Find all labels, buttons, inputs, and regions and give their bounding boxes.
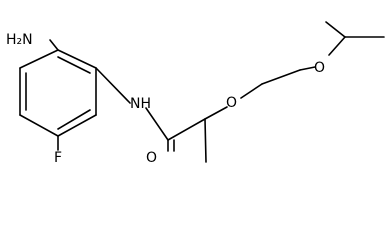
ether-ch2-bond (240, 83, 263, 99)
aromatic-double-bond-1 (57, 56, 91, 74)
ether-oxygen-2-label: O (314, 60, 325, 76)
ring-bond-3 (57, 114, 97, 137)
aryl-nh-bond (95, 67, 131, 104)
amide-nh-label: NH (130, 96, 151, 112)
alpha-ether-bond (204, 106, 228, 120)
nh-carbonyl-bond (145, 107, 169, 141)
alpha-methyl-bond (204, 118, 207, 163)
ring-bond-4 (19, 114, 59, 137)
carbonyl-oxygen-label: O (146, 150, 157, 166)
ring-bond-6 (19, 49, 59, 69)
structure-canvas: H₂N NH F O O O (6, 21, 385, 166)
chemical-structure-diagram: H₂N NH F O O O (6, 21, 385, 166)
bond-layer (19, 21, 385, 163)
ring-bond-1 (57, 49, 97, 69)
aromatic-double-bond-2 (57, 109, 91, 130)
isopropyl-methyl-left-bond (325, 21, 346, 38)
ethylene-bond (261, 69, 301, 85)
fluorine-label: F (54, 150, 62, 166)
second-ether-bond (299, 66, 316, 71)
ether-oxygen-1-label: O (226, 95, 237, 111)
carbonyl-alpha-bond (167, 118, 206, 141)
amine-label: H₂N (6, 32, 33, 48)
isopropyl-ch-bond (328, 36, 346, 56)
amine-bond (49, 39, 59, 51)
atom-label-layer: H₂N NH F O O O (6, 32, 325, 166)
